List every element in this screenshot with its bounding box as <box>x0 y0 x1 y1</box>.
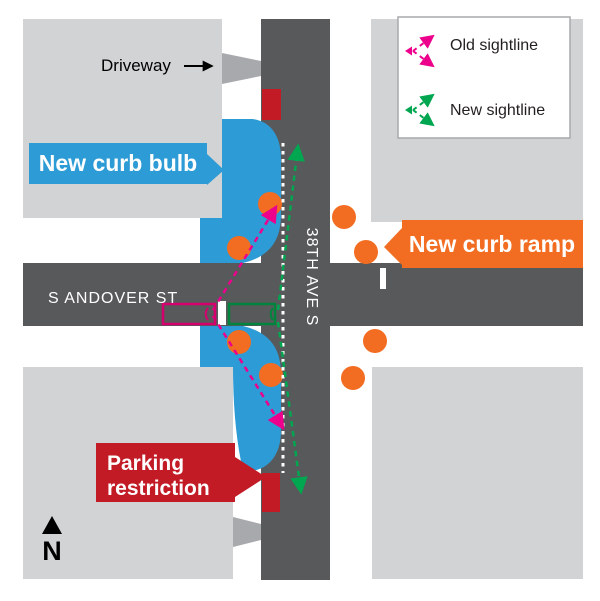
curb-ramp-dot <box>227 330 251 354</box>
callout-label-line1: Parking <box>107 452 184 475</box>
stop-bar-west <box>218 301 226 325</box>
car-old-driver-mark <box>204 307 209 321</box>
block-northwest <box>23 19 222 218</box>
driveway-apron-north <box>222 53 261 84</box>
old-sightline-south <box>211 315 285 431</box>
new-sightlines <box>276 143 308 495</box>
callout-pointer <box>207 154 224 185</box>
legend-arm-tail <box>405 46 412 56</box>
callout-label: New curb ramp <box>409 231 575 257</box>
car-new-position <box>227 302 277 326</box>
north-arrow-icon <box>42 516 62 534</box>
callout-box <box>96 443 235 502</box>
street-label-38th-ave: 38TH AVE S <box>303 228 320 327</box>
north-arrow: N <box>42 516 62 566</box>
legend-label-new: New sightline <box>450 102 545 119</box>
curb-bulb-north <box>200 119 281 263</box>
callout-pointer <box>235 457 266 497</box>
new-sightline-legend-icon <box>412 93 435 127</box>
curb-corner-southeast <box>330 326 375 371</box>
car-old-position <box>161 302 217 326</box>
driveway-apron-south <box>233 517 261 547</box>
callout-label-line2: restriction <box>107 477 210 500</box>
curb-ramp-dot <box>332 205 356 229</box>
callout-parking-restriction: Parking restriction <box>96 443 266 502</box>
curb-ramp-dot <box>227 236 251 260</box>
old-sightline-north <box>211 204 278 311</box>
legend-arm <box>412 50 435 68</box>
curb-corner-northeast <box>330 218 375 263</box>
driveway-label: Driveway <box>101 56 171 75</box>
curb-ramp-dot <box>354 240 378 264</box>
car-new-driver-mark <box>269 307 274 321</box>
old-sightlines <box>211 204 285 431</box>
curb-ramp-dot <box>341 366 365 390</box>
callout-box <box>29 143 207 184</box>
road-andover-st <box>23 263 583 326</box>
callout-label: New curb bulb <box>39 150 197 176</box>
legend-arm-tail <box>405 105 412 115</box>
curb-ramp-dot <box>259 363 283 387</box>
curb-bulb-south <box>200 326 281 471</box>
north-arrow-label: N <box>42 536 62 566</box>
legend-box <box>397 16 571 139</box>
stop-bar-east <box>380 268 386 289</box>
legend: Old sightline New sightline <box>397 16 571 139</box>
block-southeast <box>372 367 583 579</box>
curb-ramp-dot <box>258 192 282 216</box>
legend-label-old: Old sightline <box>450 37 538 54</box>
callout-new-curb-ramp: New curb ramp <box>384 220 583 268</box>
callout-new-curb-bulb: New curb bulb <box>29 143 224 185</box>
new-sightline-north <box>276 143 305 311</box>
legend-arm <box>412 34 435 52</box>
curb-ramp-dot <box>363 329 387 353</box>
callout-box <box>402 220 583 268</box>
old-sightline-legend-icon <box>412 34 435 68</box>
parking-restriction-marker-north <box>262 89 281 120</box>
legend-arm <box>412 109 435 127</box>
parking-restriction-marker-south <box>262 473 280 512</box>
cars <box>161 302 277 326</box>
new-sightline-south <box>276 321 308 495</box>
street-label-andover: S ANDOVER ST <box>48 290 178 307</box>
legend-arm <box>412 93 435 111</box>
callout-pointer <box>384 228 402 265</box>
